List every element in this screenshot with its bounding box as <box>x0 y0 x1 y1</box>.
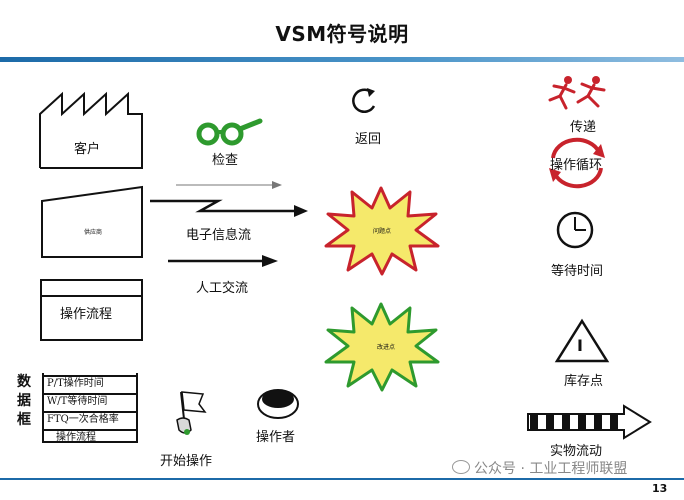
manual-flow-arrow-icon <box>168 255 278 267</box>
transfer-label: 传递 <box>570 120 597 135</box>
operator-label: 操作者 <box>256 430 296 445</box>
data-box-label: 数据框 <box>17 374 31 428</box>
data-box-row: P/T操作时间 <box>44 375 136 391</box>
problem-point-burst-icon <box>324 186 440 276</box>
problem-point-label: 问题点 <box>373 228 392 235</box>
process-box: 操作流程 <box>40 279 143 341</box>
supplier-icon <box>41 185 143 258</box>
operator-icon <box>257 389 299 419</box>
data-box-row: W/T等待时间 <box>44 393 136 409</box>
operation-cycle-label: 操作循环 <box>550 158 603 173</box>
watermark-text: 公众号 · 工业工程师联盟 <box>474 461 628 477</box>
improvement-point-label: 改进点 <box>377 344 396 351</box>
inventory-label: 库存点 <box>564 374 604 389</box>
inventory-mark: I <box>577 336 583 355</box>
process-label: 操作流程 <box>60 307 113 322</box>
supplier-label: 供应商 <box>84 229 103 236</box>
inventory-triangle-icon <box>554 318 610 363</box>
electronic-flow-arrow-icon <box>150 181 308 217</box>
page-number: 13 <box>652 482 668 495</box>
material-flow-label: 实物流动 <box>550 444 603 459</box>
operation-cycle-icon <box>549 137 605 189</box>
improvement-point-burst-icon <box>324 302 440 392</box>
title-divider <box>0 57 684 62</box>
footer-divider <box>0 478 684 480</box>
wechat-icon <box>452 460 470 474</box>
start-flag-hand-icon <box>176 391 207 435</box>
clock-icon <box>556 211 594 249</box>
customer-factory-icon <box>39 91 143 169</box>
manual-flow-label: 人工交流 <box>196 281 249 296</box>
waiting-time-label: 等待时间 <box>551 264 604 279</box>
start-operation-label: 开始操作 <box>160 454 213 469</box>
customer-label: 客户 <box>74 142 101 157</box>
process-box-divider <box>42 295 141 297</box>
return-arrow-icon <box>352 88 376 113</box>
page-title: VSM符号说明 <box>275 22 409 46</box>
runners-icon <box>548 76 606 110</box>
glasses-icon <box>196 118 263 146</box>
return-label: 返回 <box>355 132 382 147</box>
data-box-row: FTQ一次合格率 <box>44 411 136 427</box>
push-arrow-icon <box>527 404 652 440</box>
data-box: P/T操作时间 W/T等待时间 FTQ一次合格率 操作流程 <box>42 373 138 443</box>
inspection-label: 检查 <box>212 153 239 168</box>
electronic-flow-label: 电子信息流 <box>186 228 252 243</box>
watermark: 公众号 · 工业工程师联盟 <box>452 458 627 478</box>
data-box-row: 操作流程 <box>44 429 136 445</box>
